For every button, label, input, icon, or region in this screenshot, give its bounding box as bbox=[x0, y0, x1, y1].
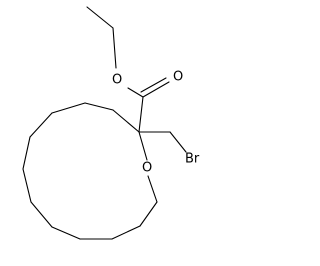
bond-carbonyl-double-1 bbox=[142, 81, 170, 98]
carbonyl-oxygen-label: O bbox=[173, 70, 183, 85]
bond-ring-4 bbox=[29, 112, 53, 138]
bromine-label: Br bbox=[185, 152, 200, 167]
ring-oxygen-label: O bbox=[142, 161, 152, 176]
bond-ring-6 bbox=[22, 168, 32, 203]
bond-ring-8 bbox=[51, 226, 81, 240]
bond-ethyl-ch3-ch2 bbox=[86, 6, 114, 29]
bond-carbonyl-c-quaternary bbox=[138, 96, 144, 133]
bond-ethyl-ch2-o bbox=[112, 27, 117, 69]
bond-ring-11 bbox=[139, 201, 158, 227]
bond-ring-3 bbox=[51, 102, 86, 114]
bond-ring-12 bbox=[147, 175, 158, 203]
molecule-structure: O O O Br bbox=[22, 6, 200, 240]
bond-o-carbonyl-c bbox=[127, 87, 144, 98]
bond-ring-1 bbox=[112, 109, 140, 133]
ester-oxygen-label: O bbox=[112, 73, 122, 88]
bond-ch2-br bbox=[169, 131, 187, 153]
bond-ring-10 bbox=[111, 225, 141, 240]
bond-ring-2 bbox=[84, 102, 114, 111]
bond-carbonyl-double-2 bbox=[140, 77, 167, 93]
bond-ring-o-quaternary bbox=[138, 131, 148, 161]
bond-ring-5 bbox=[22, 136, 31, 170]
bond-ring-7 bbox=[30, 201, 53, 228]
